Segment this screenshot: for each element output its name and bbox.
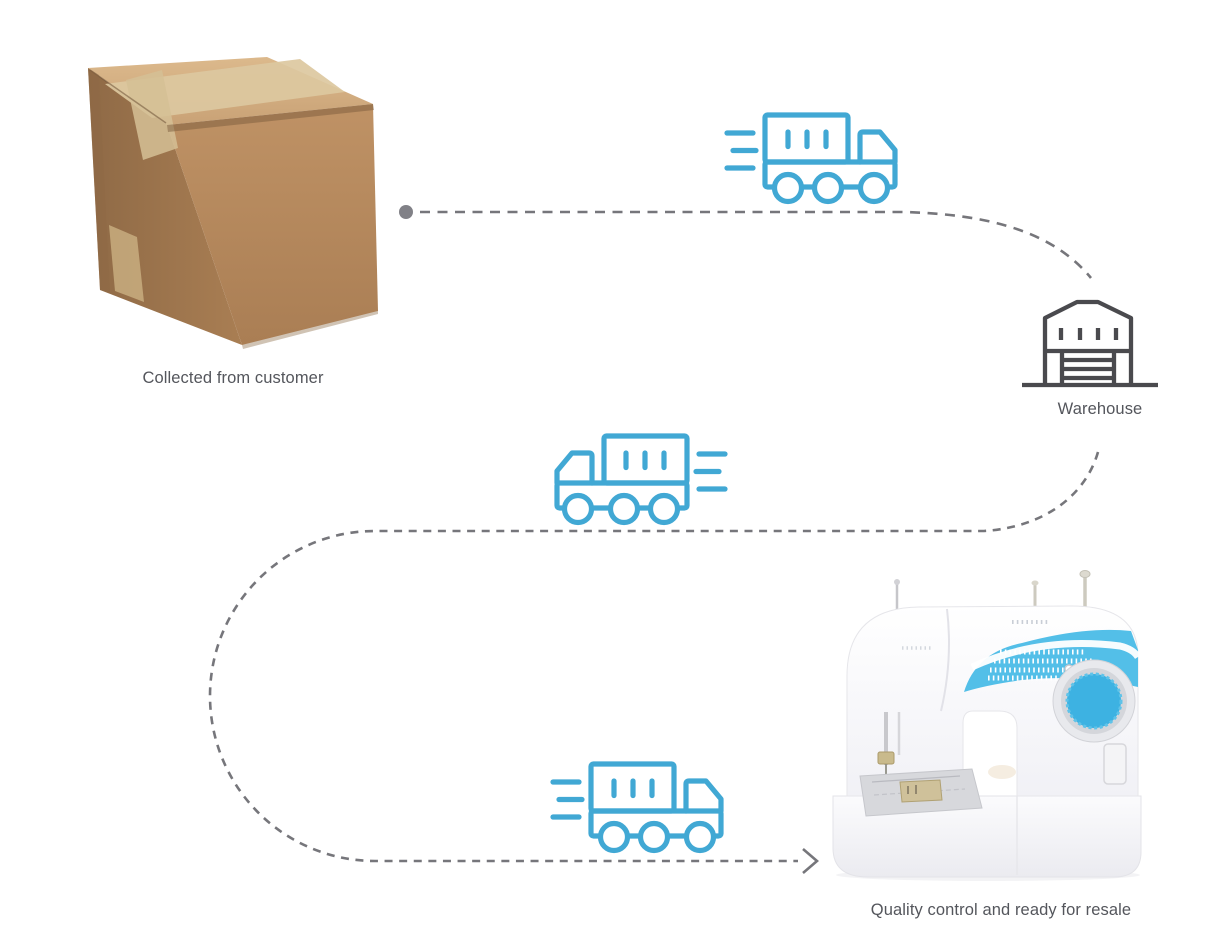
delivery-truck-right-icon <box>727 115 895 202</box>
route-start-dot <box>399 205 413 219</box>
warehouse-icon <box>1022 299 1158 388</box>
truck-icons <box>553 115 895 851</box>
cardboard-box-photo <box>88 57 378 349</box>
label-collected-from-customer: Collected from customer <box>142 369 324 387</box>
label-quality-control: Quality control and ready for resale <box>870 901 1132 919</box>
label-warehouse: Warehouse <box>1057 400 1143 418</box>
route-segment-to-warehouse <box>420 210 1093 279</box>
sewing-machine-photo <box>832 570 1142 881</box>
route-arrowhead-icon <box>802 848 819 874</box>
delivery-truck-left-icon <box>557 436 725 523</box>
route-lines <box>208 205 1100 874</box>
delivery-truck-right-icon <box>553 764 721 851</box>
route-segment-to-resale <box>208 451 1100 863</box>
